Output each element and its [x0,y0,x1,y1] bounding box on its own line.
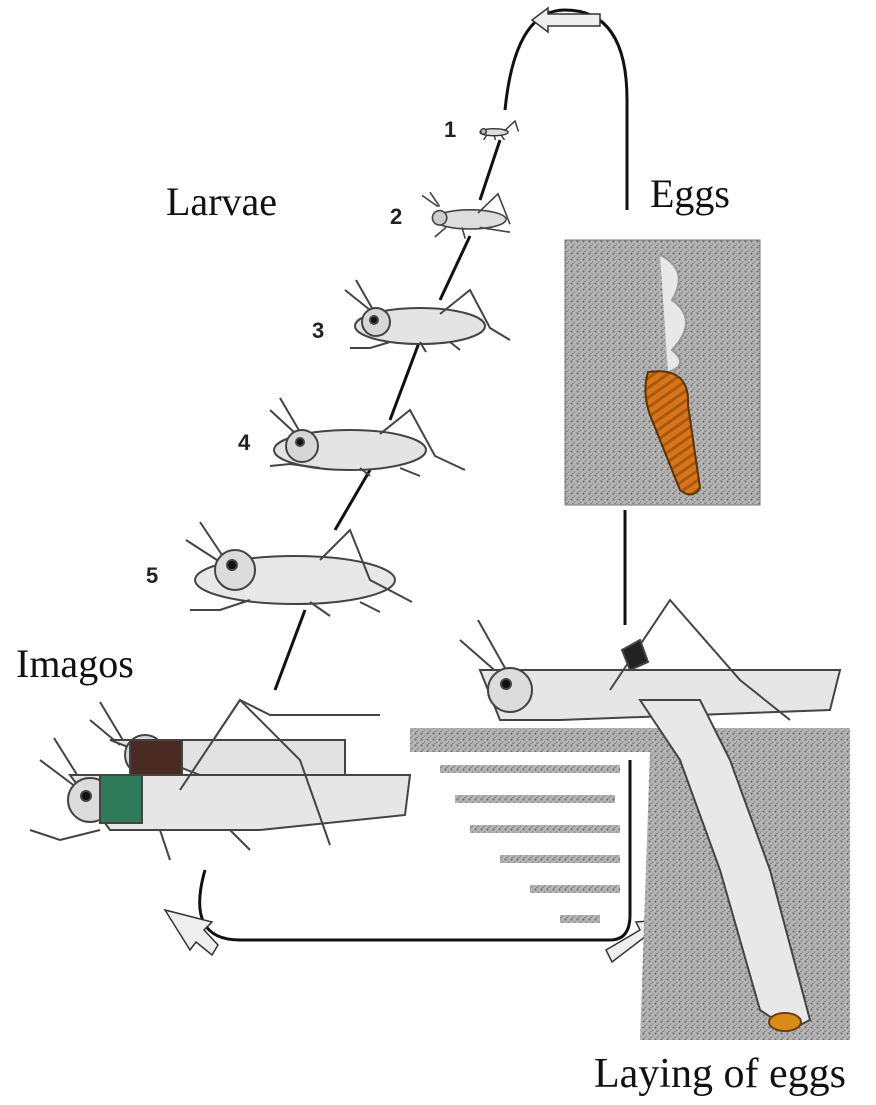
imagos-label: Imagos [16,640,134,687]
eggs-label: Eggs [650,170,730,217]
imago-adult-2-icon [30,700,410,860]
larva-stage-4-icon [270,398,465,476]
larval-stage-number-4: 4 [238,430,250,456]
larval-stage-number-3: 3 [312,318,324,344]
larva-stage-1-icon [480,121,519,140]
larval-stage-number-2: 2 [390,204,402,230]
top-cycle-arrow-icon [532,8,600,32]
egg-pod-icon [565,240,760,505]
larvae-label: Larvae [166,178,277,225]
larval-stage-number-5: 5 [146,563,158,589]
eggs-to-larva-arc [505,10,627,210]
larva-stage-3-icon [345,280,510,352]
imago-adult-1-icon [90,700,380,775]
laying-of-eggs-label: Laying of eggs [594,1050,846,1098]
larva-stage-2-icon [422,192,510,238]
larva-stage-5-icon [186,522,412,616]
larval-stage-number-1: 1 [444,117,456,143]
